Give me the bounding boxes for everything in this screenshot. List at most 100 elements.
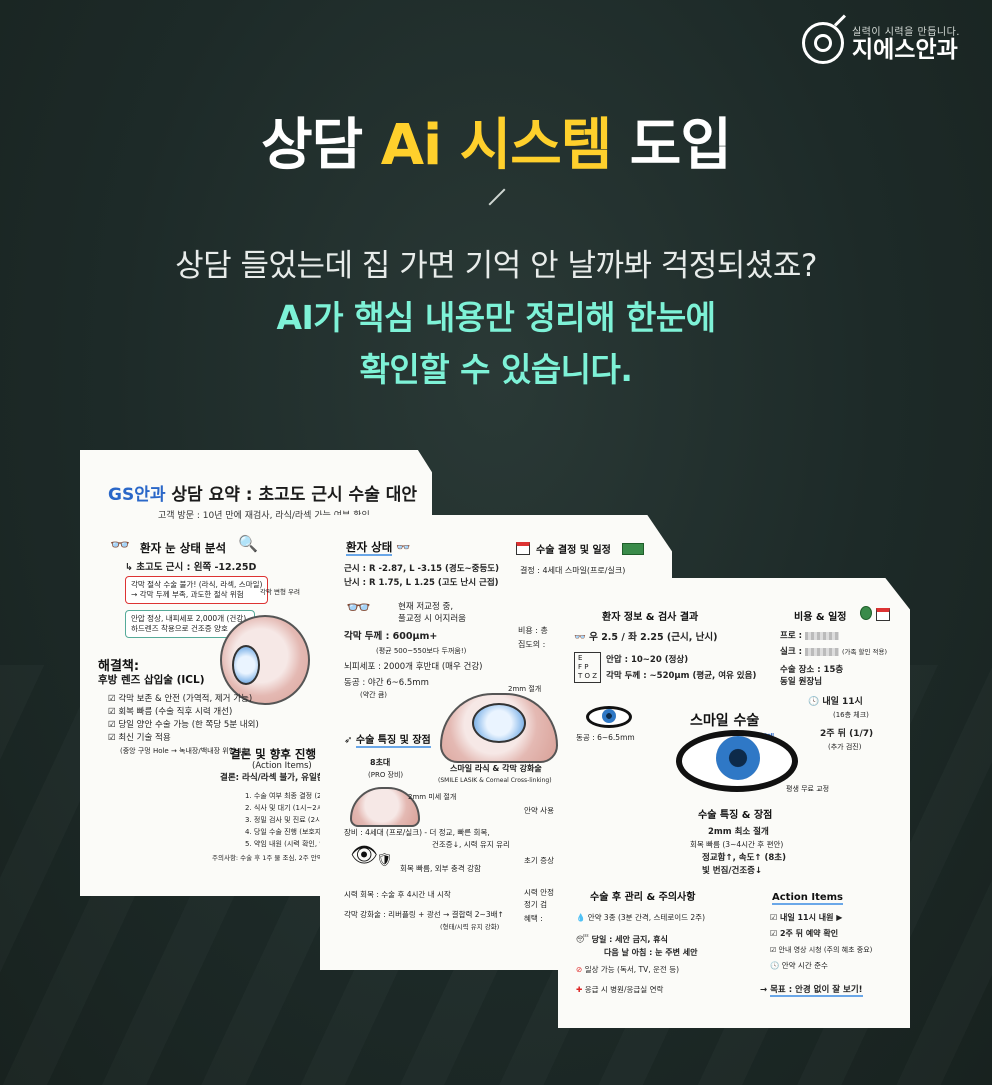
card2-decision: 결정 : 4세대 스마일(프로/실크)	[520, 566, 626, 575]
subtitle: 상담 들었는데 집 가면 기억 안 날까봐 걱정되셨죠?	[175, 248, 817, 284]
card2-side-2: 집도의 :	[518, 640, 546, 649]
card1-check-1: ☑ 각막 보존 & 안전 (가역적, 제거 가능)	[108, 694, 253, 704]
card2-row-2: 난시 : R 1.75, L 1.25 (고도 난시 근접)	[344, 578, 499, 588]
card3-care-4: ⊘ 일상 가능 (독서, TV, 운전 등)	[576, 965, 680, 974]
card2-procedure-en: (SMILE LASIK & Corneal Cross-linking)	[438, 777, 552, 784]
card1-sec-status: 환자 눈 상태 분석	[140, 541, 227, 555]
card1-brand: GS안과	[108, 485, 166, 505]
card2-side-4: 초기 증상	[524, 856, 554, 865]
headline-part1: 상담	[261, 113, 381, 178]
card3-action-4: 🕓 안약 시간 준수	[770, 961, 828, 970]
card3-lifetime: 평생 무료 교정	[786, 785, 830, 793]
card2-thickness: 각막 두께 : 600µm+	[344, 631, 438, 642]
card3-feat-1: 2mm 최소 절개	[708, 827, 769, 837]
card3-doctor: 동일 원장님	[780, 677, 823, 687]
card2-pupil-note: (약간 큼)	[360, 691, 388, 699]
card1-result-line: 결론: 라식/라섹 불가, 유일한 대	[220, 773, 336, 783]
card3-sec-action: Action Items	[772, 892, 844, 905]
card2-sec-decision: 수술 결정 및 일정	[536, 545, 611, 556]
card2-strength-note: (형태/시력 유지 강화)	[440, 923, 500, 931]
card3-action-3: ☑ 안내 영상 시청 (주의 혜초 중요)	[770, 946, 873, 954]
card2-mini-cut: 2mm 미세 절개	[408, 793, 457, 801]
money-bag-icon	[860, 606, 872, 620]
glasses-icon: 👓	[346, 595, 371, 619]
card1-action: (Action Items)	[252, 761, 312, 771]
brand-logo: 실력이 시력을 만듭니다. 지에스안과	[801, 22, 960, 64]
card2-cells: 뇌피세포 : 2000개 후반대 (매우 건강)	[344, 662, 483, 672]
card3-center-label: 스마일 수술	[690, 713, 760, 729]
card3-time: 🕓 내일 11시	[808, 697, 863, 707]
card1-caution: 주의사항: 수술 후 1주 물 조심, 2주 안약 점	[212, 854, 331, 862]
lenticule-illustration	[472, 703, 526, 743]
card1-step-3: 3. 정밀 검사 및 진료 (2시)	[245, 816, 325, 824]
card3-sec-feat: 수술 특징 & 장점	[698, 810, 773, 821]
summary-card-3: 환자 정보 & 검사 결과 👓 우 2.5 / 좌 2.25 (근시, 난시) …	[558, 578, 910, 1028]
card2-side-1: 비용 : 총	[518, 626, 548, 635]
card2-glasses-note-1: 현재 저교정 중,	[398, 602, 454, 612]
card1-visit: 고객 방문 : 10년 만에 재검사, 라식/라섹 가능 여부 확인	[158, 511, 370, 521]
center-iris	[716, 736, 760, 780]
card2-row-1: 근시 : R -2.87, L -3.15 (경도~중등도)	[344, 564, 499, 574]
card3-care-1: 💧 안약 3종 (3분 간격, 스테로이드 2주)	[576, 913, 706, 922]
headline-part2: 도입	[611, 113, 732, 178]
card1-myopia: ↳ 초고도 근시 : 왼쪽 -12.25D	[125, 562, 257, 573]
card3-care-3: 다음 날 아침 : 눈 주변 세안	[604, 948, 698, 957]
card1-solution-title: 해결책:	[98, 659, 140, 674]
card2-pupil: 동공 : 야간 6~6.5mm	[344, 678, 429, 688]
glasses-icon: 👓	[110, 535, 130, 554]
logo-target-icon	[801, 22, 844, 64]
card2-equip-2: 건조증↓, 시력 유지 유리	[432, 840, 510, 849]
blurred-price-silk	[804, 647, 839, 656]
card3-care-2: 😴 당일 : 세안 금지, 휴식	[576, 935, 668, 944]
card2-sec-features: ➶ 수술 특징 및 장점	[344, 735, 431, 748]
card3-vision: 👓 우 2.5 / 좌 2.25 (근시, 난시)	[574, 632, 718, 643]
card1-check-3: ☑ 당일 양안 수술 가능 (한 쪽당 5분 내외)	[108, 720, 259, 730]
card2-equip: 장비 : 4세대 (프로/실크) - 더 정교, 빠른 회복,	[344, 828, 490, 837]
card2-thickness-note: (평균 500~550보다 두꺼움!)	[376, 647, 467, 655]
magnifier-icon: 🔍	[238, 534, 258, 553]
card2-side-5: 시력 안정	[524, 888, 554, 897]
card1-result-title: 결론 및 향후 진행	[230, 747, 317, 761]
card3-followup-note: (추가 검진)	[828, 743, 862, 751]
card3-feat-2: 회복 빠름 (3~4시간 후 편안)	[690, 840, 784, 849]
card3-pupil: 동공 : 6~6.5mm	[576, 733, 635, 742]
card1-check-4: ☑ 최신 기술 적용	[108, 733, 171, 743]
card2-visual: 시력 회복 : 수술 후 4시간 내 시작	[344, 890, 451, 899]
card2-gen: 8초대	[370, 758, 391, 767]
card1-tech-note: (중앙 구멍 Hole → 녹내장/백내장 위험 ↓)	[120, 747, 246, 755]
card3-action-1: ☑ 내일 11시 내원 ▶	[770, 913, 843, 922]
blurred-price-pro	[804, 631, 839, 640]
card3-thick: 각막 두께 : ~520µm (평균, 여유 있음)	[606, 671, 757, 681]
card3-action-2: ☑ 2주 뒤 예약 확인	[770, 929, 839, 938]
logo-name: 지에스안과	[851, 36, 958, 63]
card3-sec-info: 환자 정보 & 검사 결과	[602, 612, 699, 623]
calendar-icon	[876, 608, 890, 621]
card3-pro: 프로 :	[780, 630, 839, 642]
card2-glasses-note-2: 풀교정 시 어지러움	[398, 614, 466, 624]
logo-tagline: 실력이 시력을 만듭니다.	[851, 26, 960, 38]
card1-step-1: 1. 수술 여부 최종 결정 (2	[245, 792, 322, 800]
headline-highlight: Ai 시스템	[380, 113, 613, 178]
card3-followup: 2주 뒤 (1/7)	[820, 729, 874, 739]
eye-icon: 👁	[350, 843, 378, 868]
card1-title: GS안과 상담 요약 : 초고도 근시 수술 대안	[108, 480, 417, 505]
card1-red-label: 각막 변형 우려	[260, 588, 301, 596]
card3-care-5: ✚ 응급 시 병원/응급실 연락	[576, 985, 664, 994]
card3-place: 수술 장소 : 15층	[780, 665, 844, 675]
card1-step-2: 2. 식사 및 대기 (1시~2시)	[245, 804, 326, 812]
card2-side-3: 안약 사용	[524, 806, 554, 815]
mini-cornea-icon	[350, 787, 420, 827]
card1-red-box: 각막 절삭 수술 불가! (라식, 라섹, 스마일) → 각막 두께 부족, 과…	[125, 576, 269, 604]
emphasis-line1: AI가 핵심 내용만 정리해 한눈에	[276, 298, 716, 337]
card1-check-2: ☑ 회복 빠름 (수술 직후 시력 개선)	[108, 707, 233, 717]
card3-goal: → 목표 : 안경 없이 잘 보기!	[760, 985, 863, 997]
headline: 상담 Ai 시스템 도입	[0, 100, 992, 181]
card1-step-4: 4. 당일 수술 진행 (보호자 동	[245, 828, 330, 836]
calendar-icon	[516, 542, 530, 555]
card2-gen-note: (PRO 장비)	[368, 771, 404, 779]
card2-recovery: 회복 빠름, 외부 충격 강함	[400, 864, 481, 873]
logo-text: 실력이 시력을 만듭니다. 지에스안과	[852, 23, 960, 63]
emphasis-line2: 확인할 수 있습니다.	[359, 350, 633, 389]
shield-icon: 🛡	[376, 853, 393, 868]
